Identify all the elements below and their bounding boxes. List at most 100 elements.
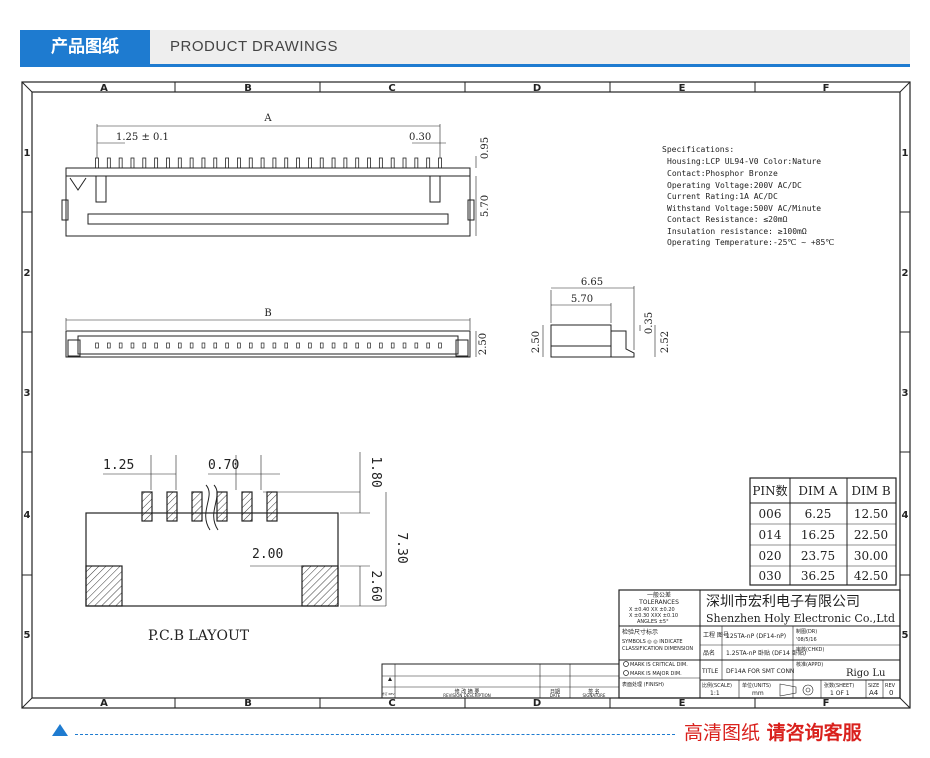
dim-side-035: 0.35 — [644, 312, 655, 334]
tb-sheet-label: 张数(SHEET) — [824, 682, 854, 689]
top-pin — [426, 157, 431, 169]
tb-tol-2: X ±0.30 XXX ±0.10 — [629, 613, 678, 619]
header-tag: 产品图纸 — [20, 30, 150, 64]
pcb-pad — [241, 491, 253, 522]
pin-table-cell: 12.50 — [854, 507, 888, 521]
row-label-1: 1 — [24, 148, 31, 159]
dim-side-570: 5.70 — [571, 294, 593, 305]
top-pin — [213, 157, 218, 169]
top-pin — [166, 157, 170, 169]
front-pin — [296, 342, 300, 349]
tb-major: MARK IS MAJOR DIM. — [630, 671, 682, 677]
tb-rev-value: 0 — [889, 689, 893, 697]
dim-side-250: 2.50 — [531, 331, 542, 353]
dim-top-pitch: 1.25 ± 0.1 — [116, 132, 169, 143]
top-pin — [95, 157, 99, 169]
dim-side-252: 2.52 — [660, 331, 671, 353]
pcb-pad — [216, 491, 228, 522]
col-label-c: C — [388, 83, 395, 94]
tb-inspect-cn: 检验尺寸标示 — [622, 628, 658, 636]
dim-side-665: 6.65 — [581, 277, 603, 288]
top-pin — [438, 157, 442, 169]
top-pin — [260, 157, 265, 169]
dim-pcb-730: 7.30 — [394, 532, 409, 563]
front-pin — [225, 342, 229, 349]
top-pin — [118, 157, 123, 169]
front-pin — [154, 342, 158, 349]
header-subtitle: PRODUCT DRAWINGS — [170, 38, 339, 55]
dim-pcb-070: 0.70 — [208, 458, 239, 473]
front-pin — [260, 342, 265, 349]
pin-table-cell: 42.50 — [854, 569, 888, 583]
dim-pcb-260: 2.60 — [368, 570, 383, 601]
col-label-f-bottom: F — [823, 698, 830, 709]
front-pin — [95, 342, 99, 349]
spec-line: Current Rating:1A AC/DC — [667, 192, 778, 201]
tb-drawn-value: '08/5/16 — [796, 637, 817, 643]
pcb-pad — [266, 491, 278, 522]
pcb-pad — [166, 491, 178, 522]
front-pin — [402, 342, 407, 349]
front-pin — [142, 342, 147, 349]
front-pin — [367, 342, 371, 349]
dim-top-030: 0.30 — [409, 132, 431, 143]
row-label-4: 4 — [24, 510, 31, 521]
col-label-e: E — [679, 83, 686, 94]
top-pin — [189, 157, 194, 169]
pin-table: PIN数 DIM A DIM B 006 6.25 12.50 014 16.2… — [749, 477, 897, 586]
col-label-a-bottom: A — [100, 698, 108, 709]
front-pin — [379, 342, 383, 349]
tb-rev-desc: 修 改 摘 要 — [455, 688, 480, 695]
top-pin — [272, 157, 277, 169]
tb-appd-value: Rigo Lu — [846, 668, 886, 679]
front-pin — [355, 342, 359, 349]
dim-mid-250: 2.50 — [478, 333, 489, 355]
tb-check-label: 审核(CHKD) — [796, 646, 824, 653]
projection-symbol-icon — [779, 683, 814, 697]
spec-line: Withstand Voltage:500V AC/Minute — [667, 204, 821, 213]
tb-symbols-1: SYMBOLS ◎ ◎ INDICATE — [622, 639, 683, 645]
pin-table-cell: 006 — [759, 507, 782, 521]
col-label-f: F — [823, 83, 830, 94]
front-pin — [189, 342, 194, 349]
top-pin — [284, 157, 289, 169]
col-label-b: B — [244, 83, 252, 94]
footer-text-b: 请咨询客服 — [766, 722, 862, 744]
top-pin — [130, 157, 135, 169]
tb-tol-3: ANGLES ±5° — [637, 619, 669, 625]
spec-title: Specifications: — [662, 145, 734, 154]
tb-scale-value: 1:1 — [710, 690, 720, 697]
top-pin — [402, 157, 407, 169]
side-view — [542, 286, 656, 358]
top-pin — [154, 157, 159, 169]
spec-line: Operating Voltage:200V AC/DC — [667, 181, 802, 190]
tb-tol-en: TOLERANCES — [638, 599, 679, 606]
front-view — [65, 318, 477, 358]
tb-scale-label: 比例(SCALE) — [702, 682, 732, 689]
outer-frame — [21, 81, 911, 709]
front-pin — [390, 342, 395, 349]
top-pin — [237, 157, 241, 169]
top-pin — [390, 157, 395, 169]
col-label-c-bottom: C — [388, 698, 395, 709]
pcb-layout-label: P.C.B LAYOUT — [148, 628, 250, 644]
tb-rev-mark: 修订 REV — [382, 691, 396, 696]
pin-table-cell: 6.25 — [805, 507, 832, 521]
pin-table-header: DIM B — [851, 484, 890, 498]
tb-date-cn: 日期 — [550, 689, 560, 695]
tb-finish-label: 表面处理 (FINISH) — [622, 681, 664, 688]
top-pin — [201, 157, 206, 169]
tb-critical: MARK IS CRITICAL DIM. — [630, 662, 688, 668]
front-pin — [331, 342, 336, 349]
pin-table-cell: 030 — [759, 569, 782, 583]
tb-symbols-2: CLASSIFICATION DIMENSION — [622, 646, 693, 652]
specifications: Specifications: Housing:LCP UL94-V0 Colo… — [662, 145, 834, 247]
pin-table-cell: 36.25 — [801, 569, 835, 583]
tb-title-label: TITLE — [701, 668, 718, 675]
pin-table-cell: 23.75 — [801, 549, 835, 563]
header-bar — [20, 30, 910, 64]
tb-name-value: 1.25TA-nP 卧贴 (DF14 卧贴) — [726, 649, 806, 657]
row-label-3-right: 3 — [902, 388, 909, 399]
tb-tol-1: X ±0.40 XX ±0.20 — [629, 607, 675, 613]
pin-table-cell: 30.00 — [854, 549, 888, 563]
